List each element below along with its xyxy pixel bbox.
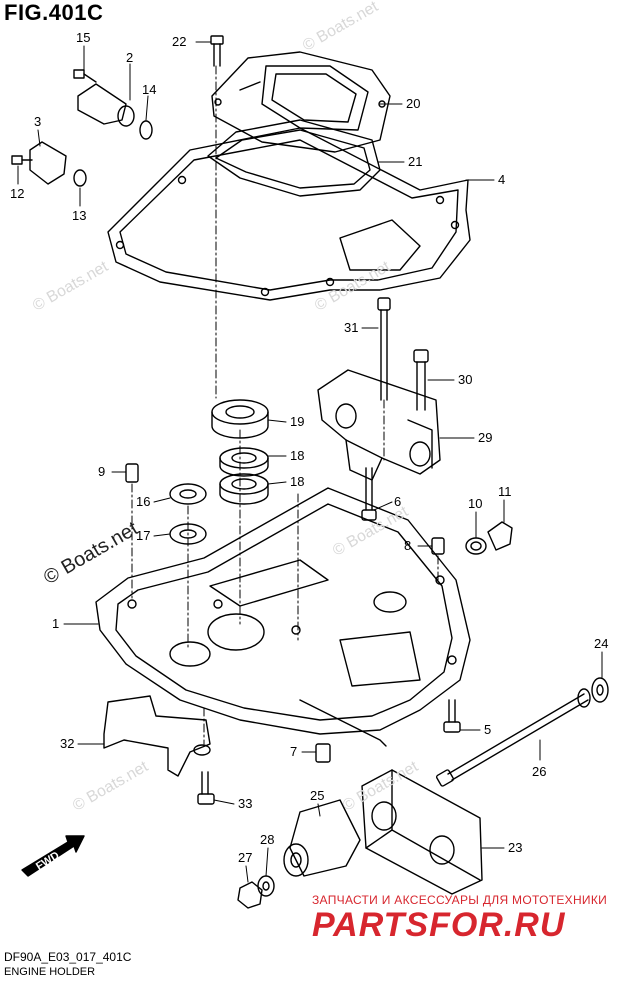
callout-label: 17	[136, 528, 150, 543]
callout-label: 9	[98, 464, 105, 479]
callout-label: 30	[458, 372, 472, 387]
pin-part-9	[125, 463, 139, 483]
callout-label: 26	[532, 764, 546, 779]
callout-label: 6	[394, 494, 401, 509]
callout-label: 15	[76, 30, 90, 45]
callout-label: 31	[344, 320, 358, 335]
callout-label: 32	[60, 736, 74, 751]
figure-title: FIG.401C	[4, 0, 104, 25]
fwd-arrow-icon	[21, 835, 85, 877]
bolt-part-22	[210, 35, 224, 67]
nut-part-27	[237, 881, 263, 909]
callout-label: 13	[72, 208, 86, 223]
bracket-part-29	[317, 369, 441, 481]
callout-label: 28	[260, 832, 274, 847]
mount-part-18-upper	[219, 447, 269, 477]
callout-label: 7	[290, 744, 297, 759]
bearing-part-16	[169, 483, 207, 505]
washer-part-10	[465, 537, 487, 555]
bracket-part-32	[103, 695, 211, 777]
callout-label: 22	[172, 34, 186, 49]
callout-label: 21	[408, 154, 422, 169]
gasket-part-4	[107, 127, 471, 301]
plug-part-11	[487, 521, 513, 551]
callout-label: 3	[34, 114, 41, 129]
callout-label: 24	[594, 636, 608, 651]
sensor-part-2	[73, 69, 153, 140]
bolt-part-5	[443, 699, 461, 733]
callout-label: 27	[238, 850, 252, 865]
callout-label: 16	[136, 494, 150, 509]
callout-label: 19	[290, 414, 304, 429]
callout-label: 20	[406, 96, 420, 111]
bolt-part-30	[413, 349, 429, 411]
mount-part-25	[283, 799, 361, 877]
damper-part-23	[361, 769, 483, 895]
diagram-name: ENGINE HOLDER	[4, 966, 96, 978]
assembly-center-lines	[131, 65, 439, 745]
mount-part-19	[211, 399, 269, 439]
mount-part-18-lower	[219, 473, 269, 505]
callout-label: 12	[10, 186, 24, 201]
callout-label: 4	[498, 172, 505, 187]
brand-logo-text: PARTSFOR.RU	[312, 906, 566, 944]
washer-part-24	[591, 677, 609, 703]
sensor-part-3	[11, 141, 87, 187]
bolt-part-33	[197, 771, 215, 805]
callout-label: 2	[126, 50, 133, 65]
callout-label: 18	[290, 474, 304, 489]
callout-label: 18	[290, 448, 304, 463]
cover-part-20	[211, 51, 391, 153]
callout-label: 5	[484, 722, 491, 737]
callout-label: 14	[142, 82, 156, 97]
callout-label: 33	[238, 796, 252, 811]
callout-label: 23	[508, 840, 522, 855]
diagram-code: DF90A_E03_017_401C	[4, 950, 132, 964]
bolt-part-31	[377, 297, 391, 401]
promo-line: ЗАПЧАСТИ И АКСЕССУАРЫ ДЛЯ МОТОТЕХНИКИ	[312, 893, 608, 907]
washer-part-28	[257, 875, 275, 897]
callout-labels: 22 15 2 14 3 12 13 20 21 4 31 30 19 29 1…	[10, 30, 608, 873]
callout-label: 10	[468, 496, 482, 511]
gasket-part-21	[207, 119, 381, 197]
pin-part-7	[315, 743, 331, 763]
callout-label: 11	[498, 484, 512, 499]
engine-holder-part-1	[95, 487, 471, 747]
callout-label: 29	[478, 430, 492, 445]
callout-leader-lines	[17, 41, 603, 883]
bolt-part-26	[435, 688, 591, 787]
callout-label: 8	[404, 538, 411, 553]
callout-label: 25	[310, 788, 324, 803]
callout-label: 1	[52, 616, 59, 631]
